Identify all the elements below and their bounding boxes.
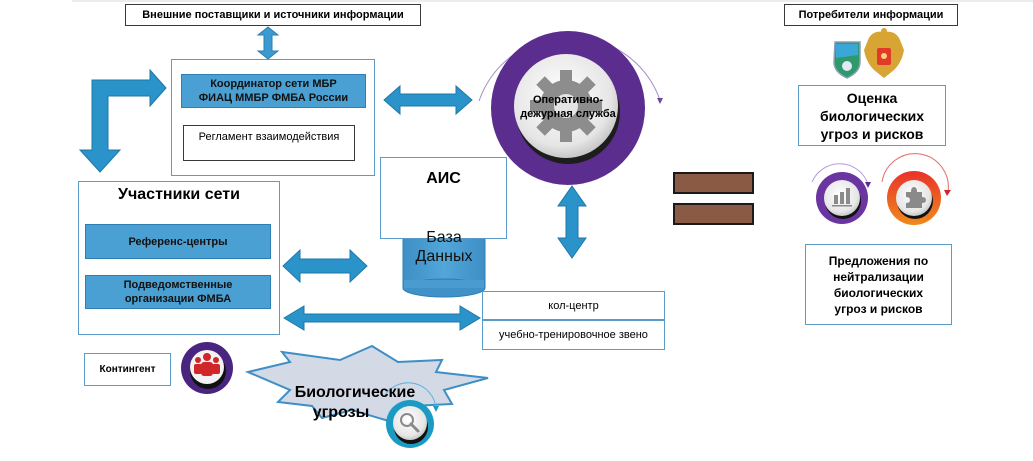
operational-line2: дежурная служба [520, 108, 616, 120]
regulation-text: Регламент взаимодействия [198, 131, 340, 143]
arrow-operational-callcenter [557, 185, 587, 259]
contingent-text: Контингент [99, 364, 156, 375]
coordinator-line2: ФИАЦ ММБР ФМБА России [198, 92, 349, 104]
bio-threats-shape [244, 344, 489, 424]
bio-threats-line2: угрозы [312, 404, 370, 421]
call-center-box[interactable]: кол-центр [482, 291, 665, 320]
coordinator-box[interactable]: Координатор сети МБР ФИАЦ ММБР ФМБА Росс… [181, 74, 366, 108]
coordinator-line1: Координатор сети МБР [210, 78, 337, 90]
contingent-box[interactable]: Контингент [84, 353, 171, 386]
bio-threats-label[interactable]: Биологические угрозы [270, 383, 440, 423]
external-sources-text: Внешние поставщики и источники информаци… [142, 9, 404, 21]
consumers-label: Потребители информации [784, 4, 958, 26]
double-headed-eagle-emblem [864, 28, 904, 79]
database-line2: Данных [415, 248, 473, 265]
call-center-text: кол-центр [548, 299, 599, 312]
database-line1: База [426, 229, 462, 246]
training-unit-text: учебно-тренировочное звено [499, 329, 648, 341]
assessment-box[interactable]: Оценка биологических угроз и рисков [798, 85, 946, 146]
bar-chart-icon [816, 172, 868, 224]
subordinate-orgs-line2: организации ФМБА [124, 293, 232, 305]
gear-icon [530, 70, 602, 142]
arrow-coordinator-to-participants [78, 68, 167, 173]
operational-service-label[interactable]: Оперативно- дежурная служба [516, 92, 620, 122]
database-label[interactable]: База Данных [403, 228, 485, 266]
contingent-people-icon [181, 342, 233, 394]
assessment-line3: угроз и рисков [820, 125, 924, 142]
arrow-coordinator-operational [383, 84, 473, 116]
ais-frame [380, 157, 507, 239]
proposals-line2: нейтрализации [833, 269, 924, 284]
equals-bar-top [673, 172, 754, 194]
proposals-line4: угроз и рисков [834, 301, 923, 316]
bio-threats-line1: Биологические [294, 384, 416, 401]
operational-line1: Оперативно- [532, 94, 604, 106]
assessment-line2: биологических [819, 107, 925, 124]
equals-bar-bottom [673, 203, 754, 225]
training-unit-box[interactable]: учебно-тренировочное звено [482, 320, 665, 350]
arrow-participants-callcenter [283, 305, 481, 331]
agency-shield-emblem [833, 41, 861, 79]
magnifier-icon [386, 400, 434, 448]
regulation-box[interactable]: Регламент взаимодействия [183, 125, 355, 161]
subordinate-orgs-line1: Подведомственные [123, 279, 233, 291]
reference-centers-box[interactable]: Референс-центры [85, 224, 271, 259]
subordinate-orgs-box[interactable]: Подведомственные организации ФМБА [85, 275, 271, 309]
proposals-box[interactable]: Предложения по нейтрализации биологическ… [805, 244, 952, 325]
external-sources-label: Внешние поставщики и источники информаци… [125, 4, 421, 26]
assessment-line1: Оценка [846, 89, 898, 106]
arrow-external-coordinator [256, 26, 280, 60]
puzzle-icon [887, 171, 941, 225]
consumers-text: Потребители информации [798, 9, 944, 21]
proposals-line3: биологических [833, 285, 924, 300]
network-participants-title: Участники сети [118, 186, 240, 203]
ais-title: АИС [426, 170, 461, 187]
reference-centers-text: Референс-центры [128, 235, 228, 248]
top-divider-strip [72, 0, 1033, 2]
arrow-participants-database [282, 248, 368, 284]
proposals-line1: Предложения по [828, 253, 929, 268]
magnifier-rotation-arc [384, 382, 437, 409]
